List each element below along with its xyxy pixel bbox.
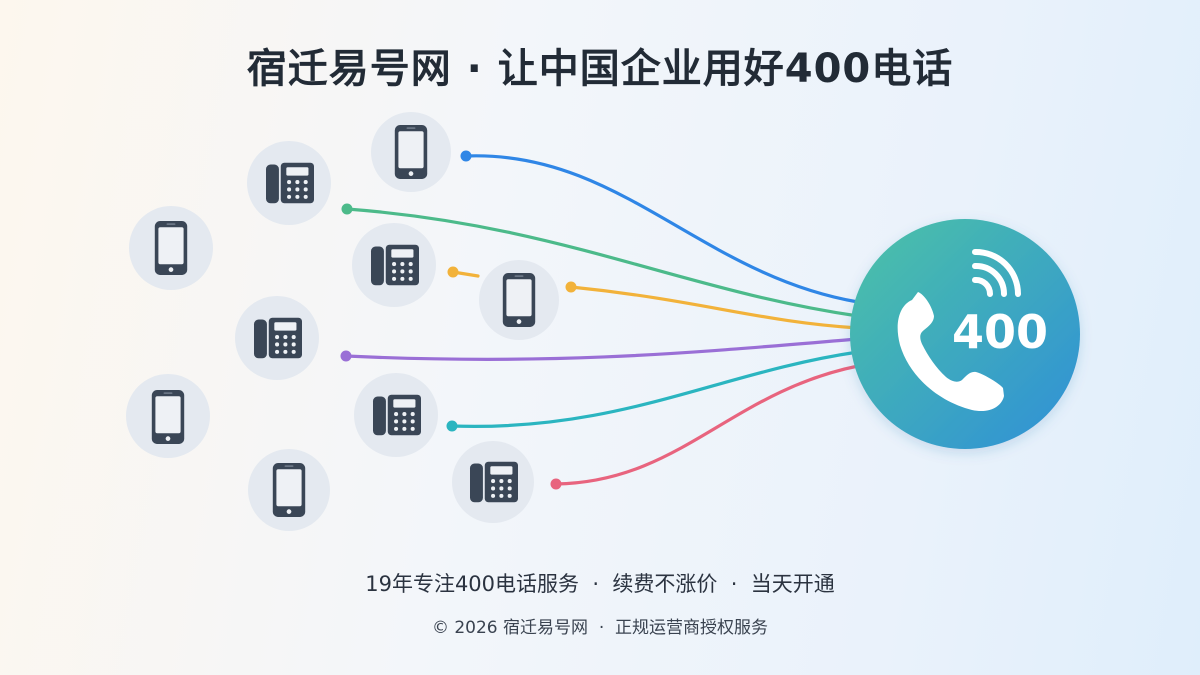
hub-400 (850, 219, 1080, 449)
endpoint-dot (446, 420, 458, 432)
endpoint-dot (340, 350, 352, 362)
endpoint-dot (550, 478, 562, 490)
connection-dots (340, 150, 577, 490)
desk-phone-icon (354, 373, 438, 457)
mobile-phone-icon (371, 112, 451, 192)
connection-line-orange (569, 285, 860, 330)
connection-line-pink (554, 364, 860, 486)
device-icons (126, 112, 559, 531)
endpoint-dot (565, 281, 577, 293)
copyright-text: © 2026 宿迁易号网 · 正规运营商授权服务 (431, 618, 769, 638)
connection-line-purple (344, 337, 860, 361)
desk-phone-icon (452, 441, 534, 523)
mobile-phone-icon (126, 374, 210, 458)
desk-phone-icon (247, 141, 331, 225)
endpoint-dot (460, 150, 472, 162)
signal-waves-icon (972, 248, 1021, 297)
tagline: 19年专注400电话服务 · 续费不涨价 · 当天开通 (365, 572, 835, 596)
connection-line-green (345, 207, 860, 318)
page-title: 宿迁易号网 · 让中国企业用好400电话 (246, 46, 954, 92)
desk-phone-icon (352, 223, 436, 307)
endpoint-dot (341, 203, 353, 215)
endpoint-dot (447, 266, 459, 278)
connection-line-blue (464, 154, 860, 304)
hub-label: 400 (952, 305, 1048, 359)
mobile-phone-icon (248, 449, 330, 531)
desk-phone-icon (235, 296, 319, 380)
mobile-phone-icon (479, 260, 559, 340)
mobile-phone-icon (129, 206, 213, 290)
connection-line-teal (450, 350, 860, 429)
phone-handset-icon (897, 292, 1004, 412)
